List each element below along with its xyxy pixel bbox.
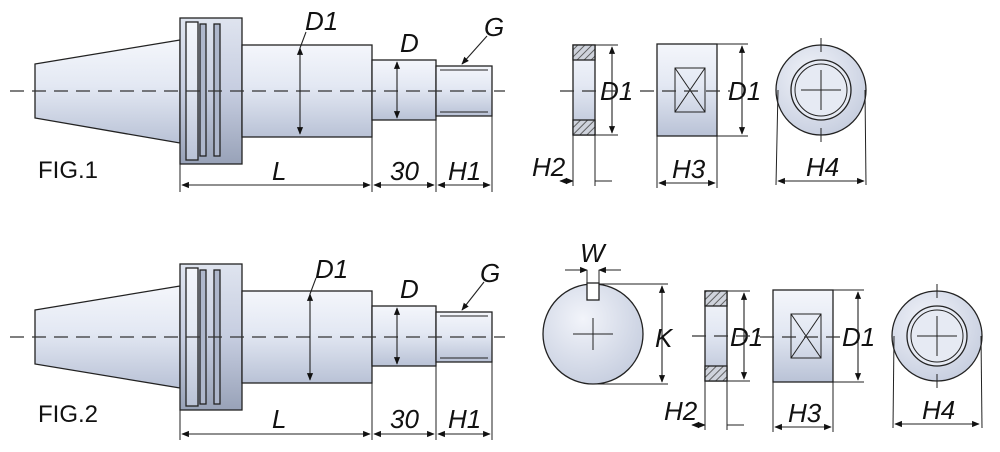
flat-cross xyxy=(674,67,706,113)
label-g: G xyxy=(480,258,500,288)
block-body xyxy=(772,289,834,383)
flat-cross xyxy=(790,313,822,359)
label-w: W xyxy=(580,238,607,268)
ext-line xyxy=(892,335,895,429)
label-d1: D1 xyxy=(842,322,875,352)
label-h2: H2 xyxy=(664,396,698,426)
ext-line xyxy=(980,335,983,429)
flange-groove xyxy=(199,269,207,405)
flange-groove xyxy=(213,23,221,157)
pilot-diameter xyxy=(371,59,437,121)
label-h1: H1 xyxy=(448,156,481,186)
label-d1: D1 xyxy=(730,322,763,352)
ring-bore xyxy=(794,63,848,117)
washer-section-2: D1 H2 xyxy=(664,290,763,430)
label-30: 30 xyxy=(390,156,419,186)
keyway xyxy=(586,282,600,301)
ring-front-2: H4 xyxy=(891,284,983,429)
figure-1: D1 D G L 30 H1 FIG.1 D1 xyxy=(10,6,867,192)
label-h4: H4 xyxy=(806,152,839,182)
flange-groove xyxy=(199,23,207,157)
washer-section-1: D1 H2 xyxy=(532,44,633,186)
square-block-1: D1 H3 xyxy=(656,43,761,188)
label-h3: H3 xyxy=(788,398,822,428)
figure-caption: FIG.2 xyxy=(38,401,98,428)
ring-bore xyxy=(910,309,964,363)
hatch-bottom xyxy=(572,119,596,136)
label-l: L xyxy=(272,404,286,434)
dim-g-leader xyxy=(461,35,488,65)
ring-front-1: H4 xyxy=(775,38,867,186)
label-d1: D1 xyxy=(728,76,761,106)
label-g: G xyxy=(484,12,504,42)
dim-g-leader xyxy=(461,281,485,311)
block-body xyxy=(656,43,718,137)
dim-d1-leader xyxy=(299,31,307,49)
dim-d1-leader xyxy=(309,277,317,295)
ext-line xyxy=(775,89,779,186)
label-d: D xyxy=(400,28,419,58)
hatch-bottom xyxy=(704,365,728,382)
figure-caption: FIG.1 xyxy=(38,157,98,184)
ext-line xyxy=(864,89,867,186)
label-30: 30 xyxy=(390,404,419,434)
hatch-top xyxy=(572,44,596,61)
wrench-flat xyxy=(790,313,822,359)
label-d1: D1 xyxy=(305,6,338,36)
label-l: L xyxy=(272,156,286,186)
square-block-2: D1 H3 xyxy=(772,289,875,432)
keyed-disc: W K xyxy=(542,238,674,385)
hatch-top xyxy=(704,290,728,307)
label-h2: H2 xyxy=(532,152,566,182)
label-k: K xyxy=(655,323,674,353)
label-h1: H1 xyxy=(448,404,481,434)
label-h4: H4 xyxy=(922,395,955,425)
pilot-diameter xyxy=(371,305,437,367)
label-h3: H3 xyxy=(672,154,706,184)
label-d: D xyxy=(400,274,419,304)
wrench-flat xyxy=(674,67,706,113)
label-d1: D1 xyxy=(315,254,348,284)
figure-2: D1 D G L 30 H1 FIG.2 W K xyxy=(10,238,983,440)
